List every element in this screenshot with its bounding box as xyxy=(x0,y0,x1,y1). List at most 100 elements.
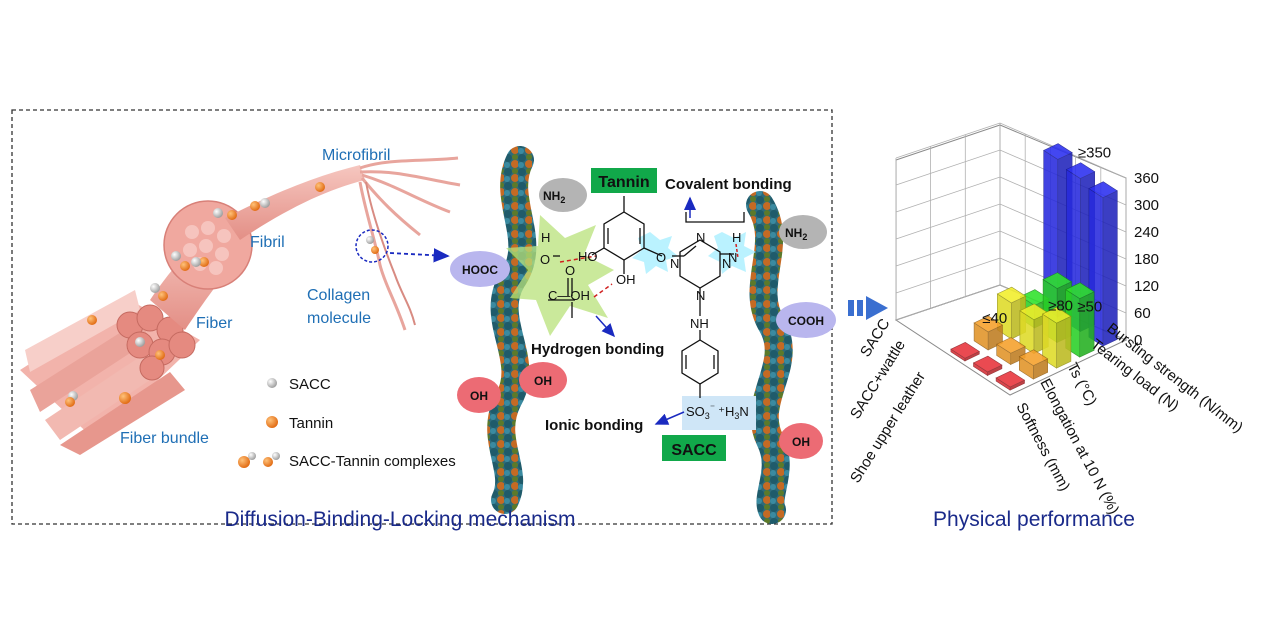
label-covalent-bonding: Covalent bonding xyxy=(665,176,792,193)
performance-3d-bar-chart: ≤40 ≥80≥50 ≥350 0 60 120 180 240 300 360 xyxy=(894,122,1159,396)
oh-label-c: OH xyxy=(792,435,810,449)
nh2-right-label: NH2 xyxy=(785,226,807,242)
label-fibril: Fibril xyxy=(250,234,285,251)
bar-face-top xyxy=(1041,306,1072,324)
oh-label-a: OH xyxy=(470,389,488,403)
cooh-bubble xyxy=(776,302,836,338)
h-bond-line-3 xyxy=(735,243,739,259)
col-label-ts: Ts (°C) xyxy=(1063,360,1100,409)
bar-face-top xyxy=(995,370,1026,388)
right-panel-title: Physical performance xyxy=(933,508,1135,531)
fiber-bundle-illustration xyxy=(20,156,461,455)
bar-face-top xyxy=(1088,181,1118,198)
bar-face-top xyxy=(1065,162,1096,179)
oh-bubble-b xyxy=(519,362,567,398)
bar-face-front xyxy=(1056,315,1072,369)
oh-label-b: OH xyxy=(534,374,552,388)
covalent-glow-right xyxy=(708,232,756,274)
atom-c-oh: C—OH xyxy=(548,288,590,303)
legend-sacc: SACC xyxy=(289,376,331,393)
hydrogen-arrow xyxy=(595,315,616,338)
ionic-arrow xyxy=(654,411,685,425)
legend-complex: SACC-Tannin complexes xyxy=(289,453,456,470)
atom-n-top: N xyxy=(696,230,705,245)
sacc-tag: SACC xyxy=(671,442,717,459)
atom-n-bottom: N xyxy=(696,288,705,303)
bar-sacc-0 xyxy=(995,370,1026,391)
nh2-left-bubble xyxy=(539,178,587,212)
atom-o-carbonyl: O xyxy=(565,263,575,278)
oh-bubble-a xyxy=(457,377,501,413)
bar-annotation: ≤40 xyxy=(982,310,1007,327)
bar-sacc-2 xyxy=(1041,306,1072,369)
bar-face-top xyxy=(996,286,1027,304)
left-panel-title: Diffusion-Binding-Locking mechanism xyxy=(225,508,576,531)
bar-face-top xyxy=(1065,282,1095,299)
label-ionic-bonding: Ionic bonding xyxy=(545,417,643,434)
bar-face-top xyxy=(996,337,1026,354)
hooc-label: HOOC xyxy=(462,263,498,277)
z-tick-label: 120 xyxy=(1134,278,1159,295)
atom-h-right: H xyxy=(732,230,741,245)
bar-annotation: ≥350 xyxy=(1078,145,1111,162)
bar-annotation: ≥80 xyxy=(1048,298,1073,315)
particle-legend: SACC Tannin SACC-Tannin complexes xyxy=(238,376,456,470)
bar-face-top xyxy=(1042,272,1073,289)
z-tick-label: 0 xyxy=(1134,332,1142,349)
label-microfibril: Microfibril xyxy=(322,147,390,164)
bar-sacc-wattle-0 xyxy=(972,355,1003,377)
nh2-left-label: NH2 xyxy=(543,189,565,205)
atom-o-left: O xyxy=(540,252,550,267)
bar-face-top xyxy=(972,355,1003,373)
bar-face-top xyxy=(973,315,1004,333)
sacc-legend-icon xyxy=(267,378,277,388)
atom-nh: NH xyxy=(690,316,709,331)
z-tick-label: 300 xyxy=(1134,197,1159,214)
bar-sacc-1 xyxy=(1018,349,1049,380)
cooh-label: COOH xyxy=(788,314,824,328)
h-bond-line-2 xyxy=(593,283,613,298)
tannin-legend-icon xyxy=(266,416,278,428)
tannin-tag: Tannin xyxy=(598,174,649,191)
label-hydrogen-bonding: Hydrogen bonding xyxy=(531,341,664,358)
label-fiber-bundle: Fiber bundle xyxy=(120,430,209,447)
mechanism-frame xyxy=(11,109,833,525)
h-bond-line-1 xyxy=(559,255,597,263)
atom-n-amine: N xyxy=(728,250,737,265)
bar-shoe-upper-leather-1 xyxy=(973,315,1004,351)
row-label-shoe-upper: Shoe upper leather xyxy=(847,369,929,486)
z-tick-label: 240 xyxy=(1134,224,1159,241)
bar-face-top xyxy=(1018,349,1049,366)
zoom-arrow xyxy=(389,248,450,263)
nh2-right-bubble xyxy=(779,215,827,249)
hydrogen-bond-glow xyxy=(506,215,614,336)
atom-oh: OH xyxy=(616,272,636,287)
collagen-helix-left xyxy=(487,146,537,514)
tannin-tag-box xyxy=(591,168,657,193)
bar-annotation: ≥50 xyxy=(1077,299,1102,316)
bar-shoe-upper-leather-0 xyxy=(950,342,980,362)
ionic-highlight xyxy=(682,396,756,430)
atom-ho: HO xyxy=(578,249,598,264)
collagen-helix-right xyxy=(746,191,793,524)
atom-n-left: N xyxy=(670,256,679,271)
complex-legend-icon xyxy=(238,452,280,468)
z-tick-label: 60 xyxy=(1134,305,1151,322)
zoom-circle xyxy=(355,229,389,263)
z-tick-label: 180 xyxy=(1134,251,1159,268)
bar-face-top xyxy=(1043,143,1073,160)
hooc-bubble xyxy=(450,251,510,287)
bar-face-top xyxy=(950,342,980,359)
z-tick-label: 360 xyxy=(1134,170,1159,187)
label-fiber: Fiber xyxy=(196,315,233,332)
transition-arrow xyxy=(848,296,888,320)
atom-so3-h3n: SO3⁻⁺H3N xyxy=(686,403,749,421)
sacc-tag-box xyxy=(662,435,726,461)
label-collagen-line2: molecule xyxy=(307,310,371,327)
atom-o-ether: O xyxy=(656,250,666,265)
bar-sacc-wattle-1 xyxy=(996,337,1026,366)
legend-tannin: Tannin xyxy=(289,415,333,432)
oh-bubble-c xyxy=(779,423,823,459)
atom-n-right: N xyxy=(722,256,731,271)
